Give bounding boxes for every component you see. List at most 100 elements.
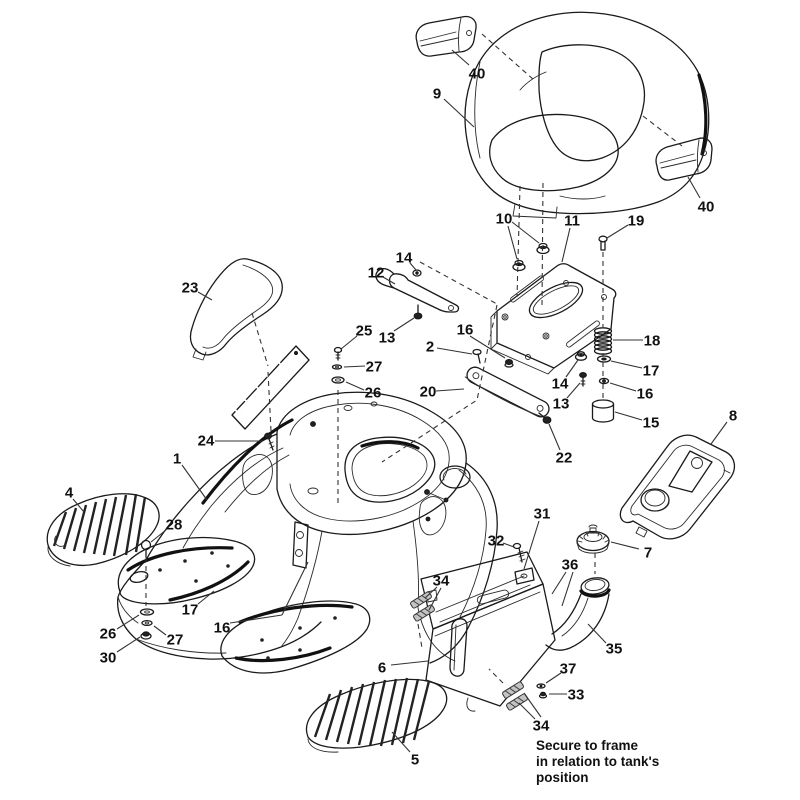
part-callout-25-9: 25: [356, 323, 373, 340]
armrest-right: [655, 137, 713, 181]
leader-line-27-10: [343, 365, 366, 368]
part-callout-16-17: 16: [637, 386, 654, 403]
leader-line-34-40: [428, 587, 442, 611]
part-callout-34-40: 34: [433, 573, 450, 590]
leader-line-16-31: [229, 614, 283, 624]
screw-24: [264, 432, 275, 451]
leader-line-27-28: [153, 625, 167, 636]
footrest-pad-bottom: [305, 677, 448, 753]
part-callout-34-41: 34: [533, 718, 550, 735]
part-callout-23-22: 23: [182, 280, 199, 297]
bolt-28: [140, 539, 152, 558]
armrest-left: [415, 15, 477, 57]
leader-line-7-42: [610, 541, 640, 550]
nut-30: [140, 631, 152, 640]
part-callout-40-0: 40: [469, 66, 486, 83]
washer-17-stack: [596, 355, 612, 363]
part-callout-4-25: 4: [65, 485, 74, 502]
part-callout-19-5: 19: [628, 213, 645, 230]
leader-line-40-0: [451, 49, 470, 66]
part-callout-20-14: 20: [420, 384, 437, 401]
leader-line-32-35: [502, 542, 515, 548]
leader-line-17-30: [197, 590, 215, 605]
part-callout-8-43: 8: [729, 408, 737, 425]
leader-line-16-31: [281, 561, 309, 616]
part-callout-2-13: 2: [426, 339, 434, 356]
seat-bracket: [490, 263, 617, 375]
part-callout-11-4: 11: [564, 213, 580, 230]
leader-line-31-34: [523, 520, 540, 570]
leader-line-6-33: [390, 660, 429, 666]
leader-line-1-24: [181, 464, 208, 501]
fender-cover-23: [189, 258, 283, 361]
nut-14-lower: [574, 351, 588, 361]
bolt-13-upper: [413, 304, 423, 320]
leader-line-12-7: [382, 276, 396, 285]
washer-26-upper: [331, 376, 345, 384]
part-callout-17-30: 17: [182, 602, 199, 619]
leader-line-26-27: [116, 614, 140, 630]
foam-strips-34: [410, 591, 528, 711]
leader-line-10-3: [507, 225, 518, 260]
part-callout-13-20: 13: [553, 396, 570, 413]
part-callout-18-15: 18: [644, 333, 661, 350]
leader-line-30-29: [116, 636, 141, 653]
part-callout-7-42: 7: [644, 545, 652, 562]
leader-line-2-13: [436, 347, 473, 355]
fuel-cap: [576, 524, 610, 554]
bolt-22: [538, 412, 552, 424]
assembly-note: Secure to frame in relation to tank's po…: [536, 738, 659, 785]
screw-2: [472, 348, 482, 364]
part-callout-26-27: 26: [100, 626, 117, 643]
part-callout-30-29: 30: [100, 650, 117, 667]
leader-line-5-32: [391, 731, 411, 753]
nut-33: [538, 691, 548, 699]
body-fender-part: [116, 391, 498, 674]
part-callout-5-32: 5: [411, 752, 419, 769]
leader-line-37-38: [545, 672, 562, 684]
part-callout-6-33: 6: [378, 660, 386, 677]
washer-37: [536, 683, 546, 689]
part-callout-32-35: 32: [488, 533, 505, 550]
leader-line-8-43: [710, 421, 728, 445]
part-callout-27-28: 27: [167, 632, 184, 649]
part-callout-22-21: 22: [556, 450, 573, 467]
washer-26-lower: [139, 608, 155, 616]
note-line-1: Secure to frame: [536, 738, 639, 753]
leader-line-23-22: [197, 291, 213, 301]
leader-line-28-26: [150, 529, 167, 543]
leader-line-10-3: [511, 221, 540, 244]
spring-18: [593, 327, 613, 355]
nut-16-stack: [598, 377, 610, 385]
serpentine-plate: [231, 345, 310, 430]
screw-25: [333, 346, 343, 361]
leader-line-16-17: [609, 382, 637, 392]
part-callout-36-36: 36: [562, 557, 579, 574]
mount-bolt-31-32: [512, 542, 526, 563]
leader-line-13-20: [566, 382, 581, 399]
part-callout-28-26: 28: [166, 517, 183, 534]
leader-line-11-4: [561, 227, 571, 263]
part-callout-24-23: 24: [198, 433, 215, 450]
part-callout-17-16: 17: [643, 363, 660, 380]
part-callout-16-31: 16: [214, 620, 231, 637]
flange-nut-10a: [512, 259, 526, 272]
spacer-15: [591, 399, 615, 423]
part-callout-10-3: 10: [496, 211, 513, 228]
adjuster-lever-12: [375, 267, 460, 313]
note-line-3: position: [536, 770, 589, 785]
filler-neck: [545, 577, 611, 651]
leader-line-20-14: [435, 388, 465, 392]
leader-line-40-2: [687, 176, 701, 199]
part-callout-26-11: 26: [365, 385, 382, 402]
note-line-2: in relation to tank's: [536, 754, 659, 769]
leader-line-34-41: [523, 692, 542, 718]
washer-27-lower: [141, 619, 153, 627]
leader-line-22-21: [548, 423, 561, 451]
assembly-dashed-lines: [145, 33, 683, 684]
leader-line-16-12: [469, 335, 506, 359]
part-callout-40-2: 40: [698, 199, 715, 216]
console-cupholder: [619, 434, 736, 540]
